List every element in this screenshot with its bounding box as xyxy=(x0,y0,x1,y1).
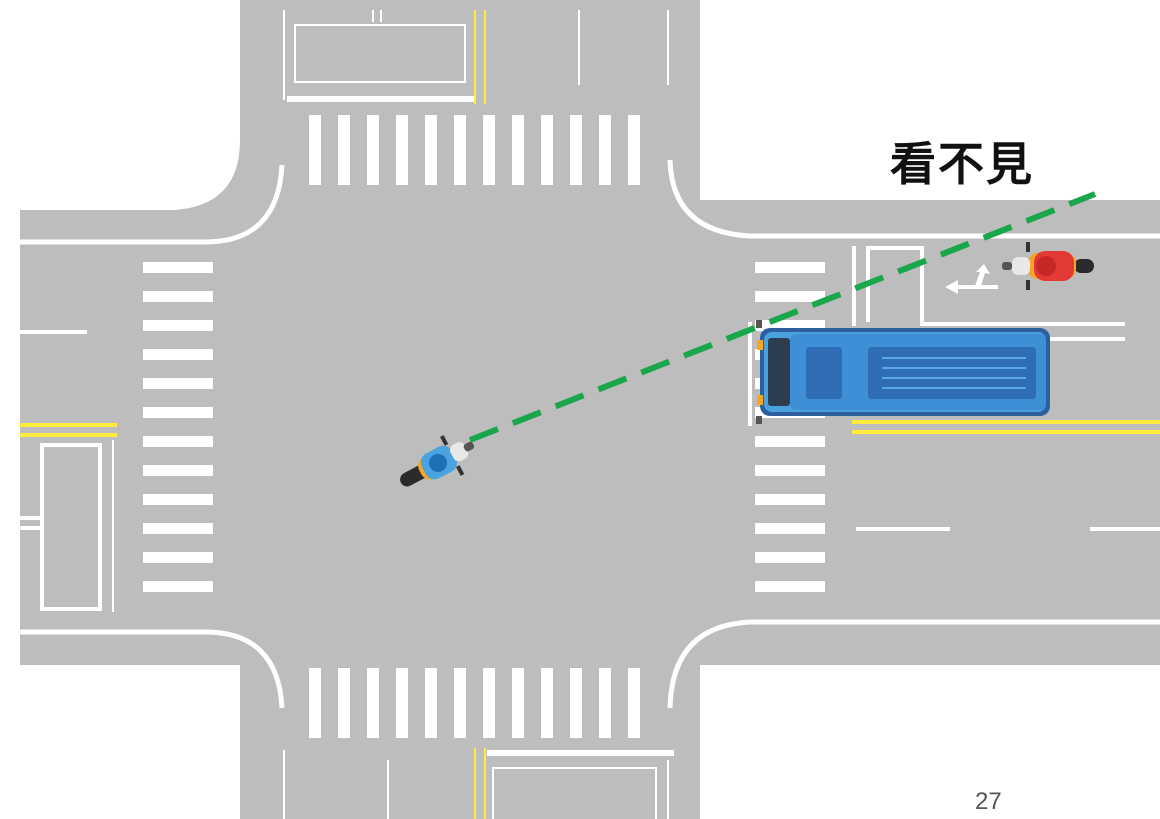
east-road-markings xyxy=(748,246,1160,531)
page-number: 27 xyxy=(975,788,1002,815)
west-road-markings xyxy=(20,330,117,612)
sight-line xyxy=(468,191,1097,443)
motorcycle-rider-icon xyxy=(400,435,475,487)
crosswalk-west xyxy=(143,262,213,592)
north-road-markings xyxy=(283,10,669,104)
crosswalk-north xyxy=(309,115,640,185)
lane-arrow-icon xyxy=(945,264,998,294)
curb-lines xyxy=(20,159,1160,709)
south-road-markings xyxy=(283,748,674,819)
hidden-motorcycle-icon xyxy=(1002,242,1094,290)
bus-icon xyxy=(756,320,1050,424)
caption-cannot-see: 看不見 xyxy=(890,137,1034,191)
crosswalk-south xyxy=(309,668,640,738)
